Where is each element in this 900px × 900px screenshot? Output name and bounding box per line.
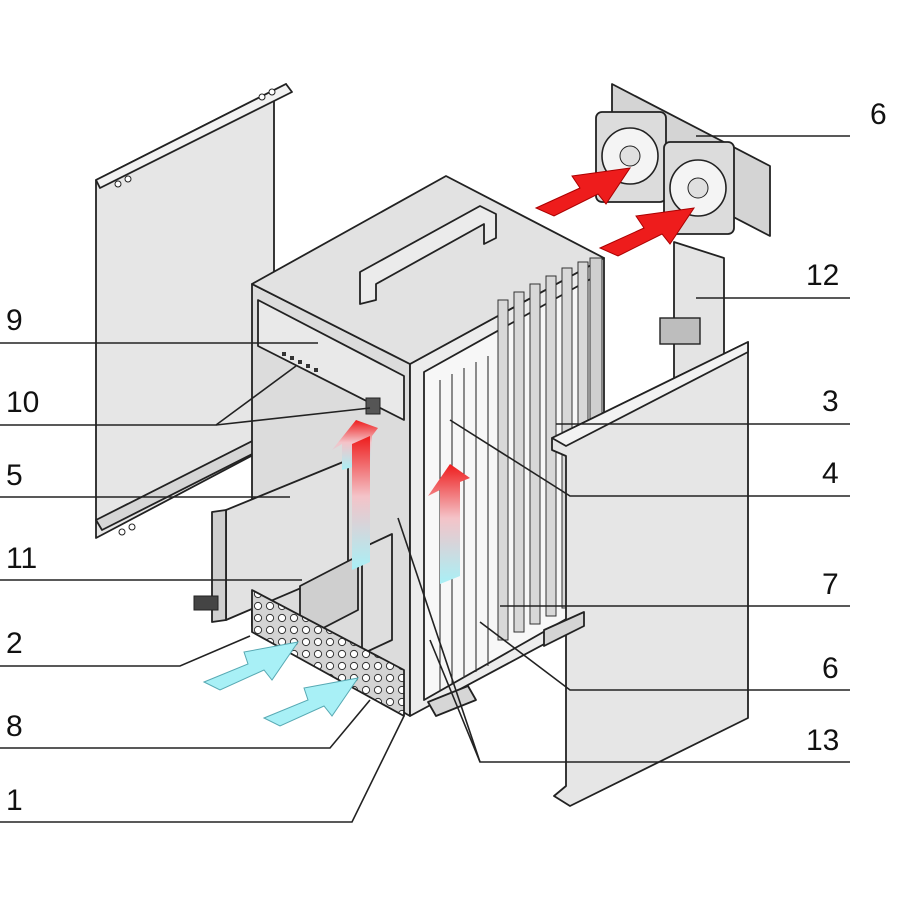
- cabinet-foot: [427, 685, 477, 717]
- callout-7: 7: [822, 568, 839, 601]
- callout-11: 11: [6, 542, 37, 575]
- callout-9: 9: [6, 304, 23, 337]
- callout-5: 5: [6, 459, 23, 492]
- callout-3: 3: [822, 385, 839, 418]
- inserted-cards: [299, 533, 393, 655]
- callout-labels: 9 10 5 11 2 8 1 6 12 3 4 7 6 13: [6, 98, 887, 817]
- callout-6-top: 6: [870, 98, 887, 131]
- cool-air-arrows: [202, 641, 360, 727]
- callout-1: 1: [6, 784, 23, 817]
- callout-13: 13: [806, 724, 839, 757]
- callout-2: 2: [6, 627, 23, 660]
- hot-air-arrows: [534, 167, 696, 257]
- callout-10: 10: [6, 386, 39, 419]
- leader-lines: [0, 135, 850, 823]
- callout-4: 4: [822, 457, 839, 490]
- internal-airflow-arrows: [332, 420, 470, 584]
- callout-6-bottom: 6: [822, 652, 839, 685]
- callout-12: 12: [806, 259, 839, 292]
- callout-8: 8: [6, 710, 23, 743]
- front-control-panel: [257, 299, 405, 421]
